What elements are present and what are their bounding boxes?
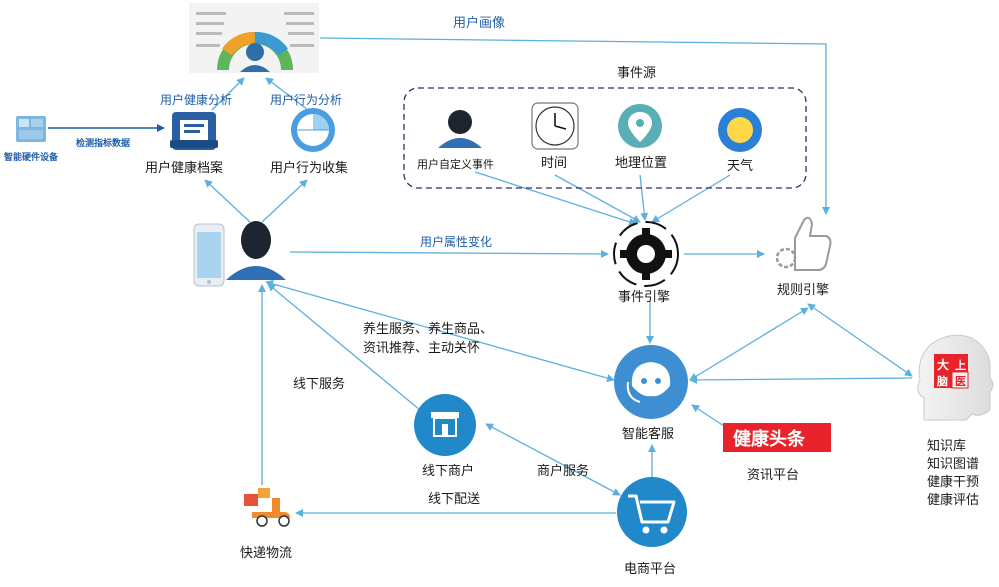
arrow-user-to-collect: [261, 179, 308, 223]
express-delivery-icon: [244, 488, 290, 527]
arrow-weather: [651, 174, 731, 223]
smart-cs-icon: [614, 345, 688, 419]
arrow-custom-event: [474, 171, 637, 226]
arrow-time: [554, 174, 641, 223]
arrow-behavior-analysis: [265, 77, 309, 111]
label-weather: 天气: [727, 158, 753, 174]
arrow-health-analysis: [211, 77, 245, 111]
phone-icon: [193, 223, 225, 287]
custom-event-person-icon: [438, 110, 482, 148]
label-offline-service: 线下服务: [293, 376, 345, 392]
behavior-collect-icon: [291, 108, 335, 152]
arrow-user-attr-change: [289, 249, 609, 258]
label-info-platform: 资讯平台: [747, 468, 799, 483]
label-user-health-record: 用户健康档案: [145, 160, 223, 176]
brain-char-3: 医: [955, 375, 966, 388]
label-health-headline: 健康头条: [733, 428, 806, 450]
label-user-health-analysis: 用户健康分析: [160, 92, 232, 107]
label-knowledge-2: 知识图谱: [927, 456, 979, 472]
label-user-portrait: 用户画像: [453, 15, 505, 31]
brain-char-4: 脑: [937, 374, 948, 388]
portrait-arc-orange: [222, 32, 256, 56]
label-event-source: 事件源: [617, 66, 656, 81]
arrow-location: [639, 174, 649, 221]
portrait-head: [246, 43, 264, 61]
arrow-user-portrait: [319, 37, 830, 215]
arrow-offline-service: [267, 283, 421, 411]
portrait-arc-blue: [254, 32, 288, 56]
label-geo-location: 地理位置: [615, 156, 667, 171]
health-headline-banner: [723, 423, 831, 452]
portrait-annotations: [196, 12, 314, 47]
label-offline-merchant: 线下商户: [422, 463, 474, 479]
label-express: 快递物流: [240, 546, 292, 561]
label-offline-delivery: 线下配送: [428, 492, 480, 507]
arrow-rule-knowledge: [807, 303, 913, 377]
health-record-icon: [170, 112, 218, 150]
label-detect-index-data: 检测指标数据: [76, 137, 130, 149]
portrait-body: [240, 65, 270, 72]
label-services-line1: 养生服务、养生商品、: [363, 321, 493, 337]
arrow-cs-user: [265, 280, 615, 382]
user-portrait-image: [189, 3, 319, 73]
arrow-knowledge-to-cs: [689, 375, 913, 384]
label-user-attr-change: 用户属性变化: [420, 234, 492, 249]
label-event-engine: 事件引擎: [618, 290, 670, 305]
label-services-line2: 资讯推荐、主动关怀: [363, 341, 480, 356]
label-rule-engine: 规则引擎: [777, 283, 829, 298]
arrow-merchant-service: [485, 423, 621, 496]
smart-hardware-icon: [16, 116, 46, 142]
label-knowledge-4: 健康评估: [927, 492, 979, 508]
arrow-user-to-record: [204, 179, 251, 223]
ecommerce-cart-icon: [617, 477, 687, 547]
label-user-behavior-collect: 用户行为收集: [270, 160, 348, 176]
label-knowledge-1: 知识库: [927, 438, 966, 454]
rule-engine-icon: [775, 216, 832, 271]
arrow-headline-to-cs: [691, 404, 725, 427]
label-knowledge-3: 健康干预: [927, 474, 979, 490]
label-time: 时间: [541, 156, 567, 171]
label-user-custom-event: 用户自定义事件: [417, 157, 494, 171]
label-smart-hardware: 智能硬件设备: [4, 151, 59, 163]
event-source-box: [403, 87, 807, 189]
brain-head-icon: [917, 334, 994, 421]
label-smart-cs: 智能客服: [622, 426, 674, 442]
user-person-icon: [226, 221, 286, 280]
clock-icon: [531, 102, 579, 150]
label-user-behavior-analysis: 用户行为分析: [270, 92, 342, 107]
brain-char-1: 大: [937, 357, 949, 372]
label-merchant-service: 商户服务: [537, 463, 589, 479]
arrow-rule-cs: [689, 307, 809, 381]
brain-char-2: 上: [955, 358, 966, 372]
event-engine-gear-icon: [613, 221, 679, 287]
label-ecommerce: 电商平台: [624, 562, 676, 577]
connector-arrows: [48, 37, 913, 517]
offline-merchant-icon: [414, 394, 476, 456]
location-pin-icon: [618, 104, 662, 148]
weather-sun-icon: [718, 108, 762, 152]
